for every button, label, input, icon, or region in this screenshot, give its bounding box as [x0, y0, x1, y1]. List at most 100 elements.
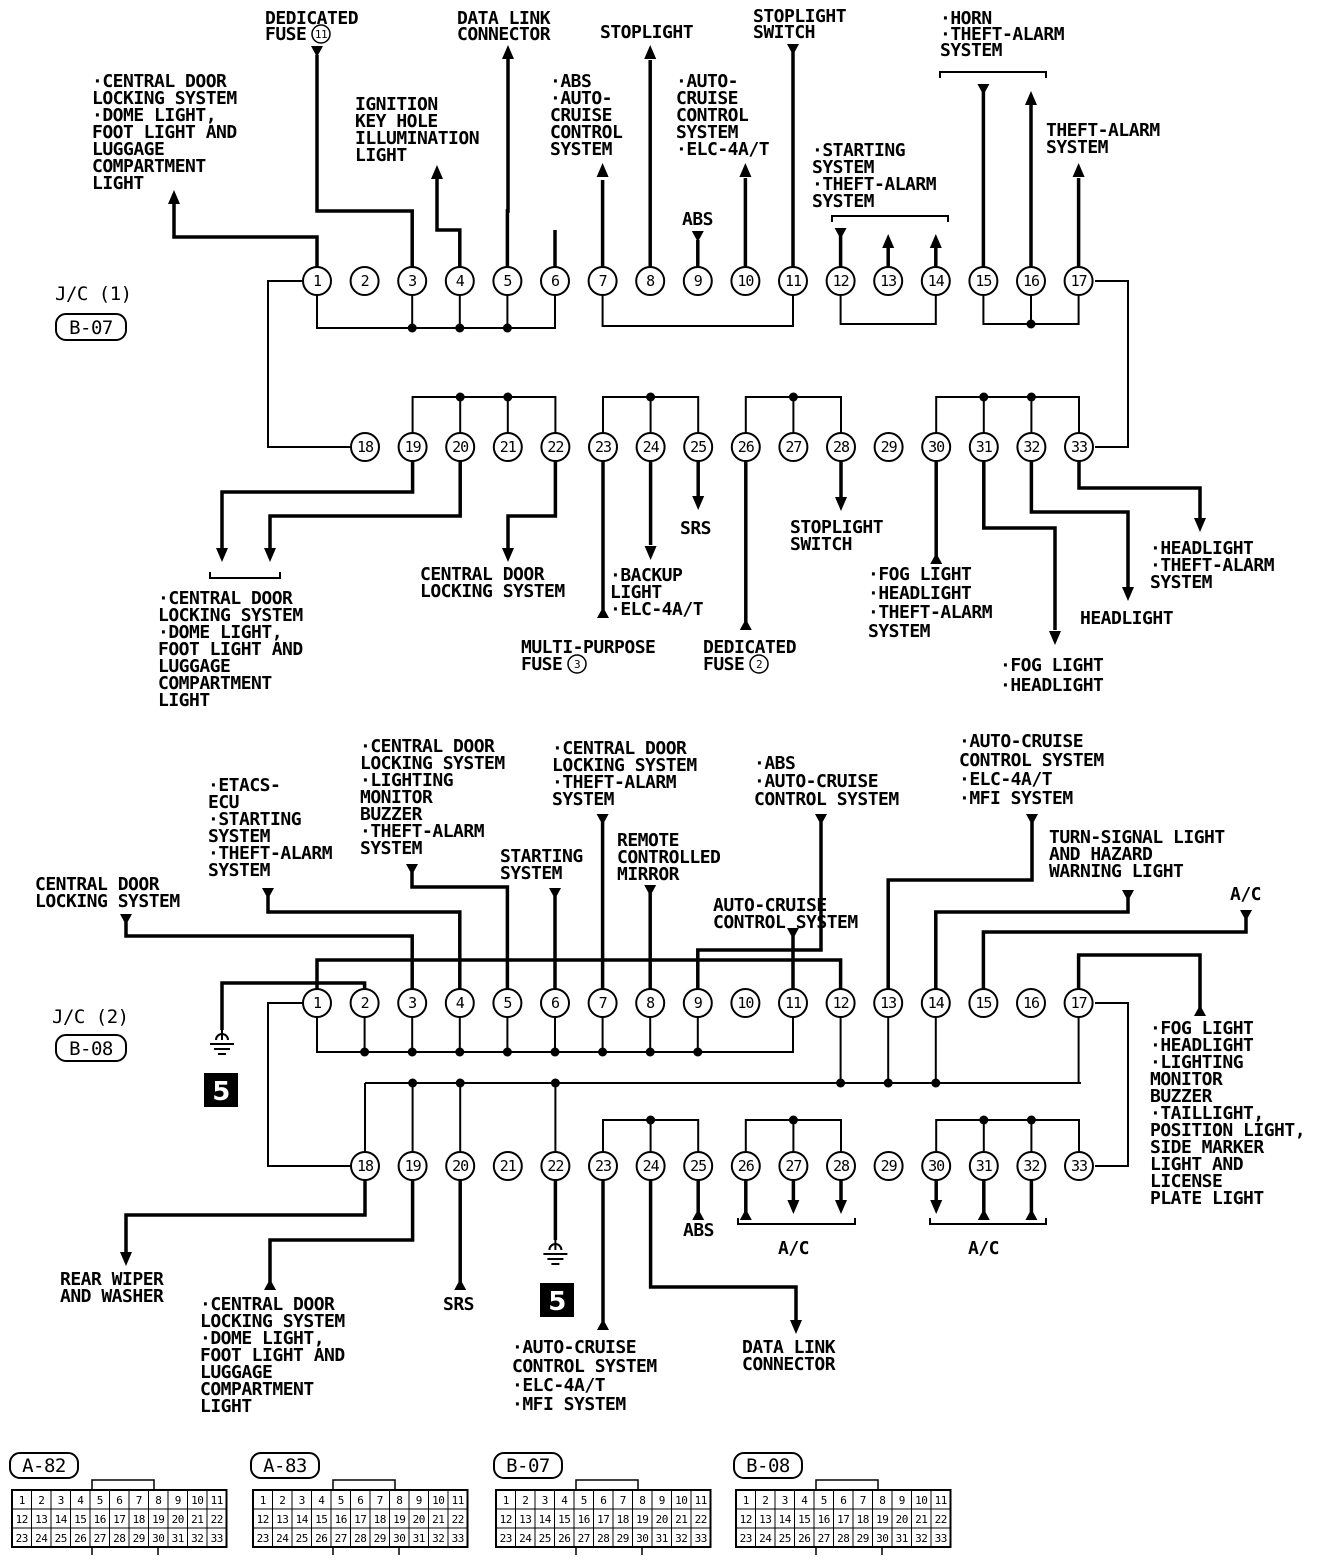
- pin-number: 28: [833, 1157, 850, 1175]
- connector-pin-number: 10: [432, 1494, 444, 1507]
- label-line: FOOT LIGHT AND: [92, 122, 237, 143]
- bus-wire: [267, 1002, 351, 1167]
- label-line: SWITCH: [790, 534, 852, 555]
- connector-pin-number: 24: [519, 1532, 532, 1545]
- junction-dot: [408, 1078, 418, 1088]
- pin-number: 6: [551, 272, 560, 290]
- pin-circle: [397, 1151, 428, 1181]
- circuit-label: ·CENTRAL DOOR LOCKING SYSTEM·LIGHTING MO…: [360, 736, 506, 859]
- pin-number: 1: [313, 994, 322, 1012]
- junction-dot: [1026, 1115, 1036, 1125]
- label-line: ·THEFT-ALARM: [940, 24, 1065, 45]
- pin-circle: [968, 988, 999, 1018]
- circuit-label: ·STARTING SYSTEM·THEFT-ALARM SYSTEM: [812, 140, 937, 212]
- label-line: SYSTEM: [676, 122, 739, 143]
- bus-wire: [831, 215, 949, 222]
- label-line: SYSTEM: [552, 789, 615, 810]
- label-line: LUGGAGE: [92, 139, 164, 160]
- connector-pin-number: 13: [276, 1513, 288, 1526]
- connector-id: A-83: [263, 1455, 307, 1477]
- connector-pin-number: 6: [357, 1494, 363, 1507]
- label-line: CONNECTOR: [457, 24, 551, 45]
- fuse-number-circle: [311, 24, 331, 44]
- pin-number: 32: [1023, 438, 1039, 456]
- connector-pin-number: 21: [675, 1513, 687, 1526]
- terminal-marker: [787, 928, 799, 939]
- pin-number: 20: [452, 438, 469, 456]
- arrow-head: [835, 1200, 847, 1214]
- connector-pin-number: 29: [617, 1532, 629, 1545]
- arrow-head: [882, 234, 895, 248]
- junction-dot: [646, 1115, 656, 1125]
- terminal-marker: [454, 1279, 467, 1290]
- label-line: SRS: [680, 518, 711, 539]
- connector-pin-number: 26: [315, 1532, 327, 1545]
- pin-number: 6: [551, 994, 560, 1012]
- pin-circle: [587, 988, 618, 1018]
- pin-number: 19: [405, 438, 422, 456]
- connector-pin-number: 8: [639, 1494, 645, 1507]
- label-line: LICENSE: [1150, 1171, 1222, 1192]
- label-line: SYSTEM: [1046, 137, 1109, 158]
- connector-pin-number: 31: [896, 1532, 908, 1545]
- bus-wire: [935, 1119, 1080, 1152]
- wire-pin13-up: [886, 822, 1034, 989]
- terminal-marker: [739, 1209, 752, 1220]
- circuit-label: ·FOG LIGHT·HEADLIGHT: [1000, 655, 1105, 696]
- label-line: ·THEFT-ALARM: [812, 174, 937, 195]
- connector-pin-number: 33: [695, 1532, 707, 1545]
- label-line: SYSTEM: [1150, 572, 1213, 593]
- pin-number: 1: [313, 272, 322, 290]
- junction-dot: [883, 1078, 893, 1088]
- junction-dot: [979, 1115, 989, 1125]
- wire-pin31-down: [982, 461, 1057, 630]
- terminal-marker: [692, 1209, 705, 1220]
- pin-number: 3: [408, 272, 416, 290]
- connector-pin-number: 15: [74, 1513, 86, 1526]
- connector-pin-number: 1: [503, 1494, 509, 1507]
- label-line: ·MFI SYSTEM: [512, 1394, 626, 1415]
- connector-pin-number: 14: [296, 1513, 309, 1526]
- pin-number: 21: [500, 438, 517, 456]
- bus-wire: [737, 1218, 856, 1225]
- pin-circle: [921, 1151, 952, 1181]
- connector-pin-number: 11: [935, 1494, 947, 1507]
- terminal-marker: [1194, 1005, 1206, 1016]
- connector-pin-number: 19: [876, 1513, 888, 1526]
- bus-wire: [939, 71, 1047, 78]
- label-line: LIGHT: [200, 1396, 252, 1417]
- label-line: CENTRAL DOOR: [35, 874, 160, 895]
- connector-pin-number: 32: [191, 1532, 203, 1545]
- label-line: ·ETACS-: [208, 775, 280, 796]
- pin-number: 18: [357, 438, 374, 456]
- label-line: ·CENTRAL DOOR: [92, 71, 227, 92]
- pin-circle: [397, 432, 428, 462]
- label-line: SYSTEM: [360, 838, 423, 859]
- label-line: LOCKING SYSTEM: [200, 1311, 345, 1332]
- label-line: AND HAZARD: [1049, 844, 1153, 865]
- connector-pin-number: 10: [915, 1494, 927, 1507]
- pin-number: 5: [503, 994, 511, 1012]
- jc2-connector-id-frame: [55, 1034, 127, 1062]
- pin-number: 14: [928, 994, 945, 1012]
- connector-pin-number: 27: [94, 1532, 106, 1545]
- connector-pin-number: 13: [35, 1513, 47, 1526]
- label-line: LIGHT: [158, 690, 210, 711]
- connector-pin-number: 8: [879, 1494, 885, 1507]
- pin-circle: [587, 266, 618, 296]
- connector-pin-number: 3: [299, 1494, 305, 1507]
- label-line: ·DOME LIGHT,: [158, 622, 282, 643]
- connector-pin-number: 14: [539, 1513, 552, 1526]
- circuit-label: ·ABS·AUTO- CRUISE CONTROL SYSTEM: [550, 71, 624, 160]
- wire-pin3-up: [315, 55, 414, 267]
- connector-pin-number: 3: [782, 1494, 788, 1507]
- connector-pin-number: 1: [260, 1494, 266, 1507]
- pin-number: 15: [975, 994, 991, 1012]
- junction-dot: [502, 323, 512, 333]
- label-line: ·AUTO-: [550, 88, 612, 109]
- pin-number: 30: [928, 1157, 945, 1175]
- arrow-head: [1025, 91, 1037, 105]
